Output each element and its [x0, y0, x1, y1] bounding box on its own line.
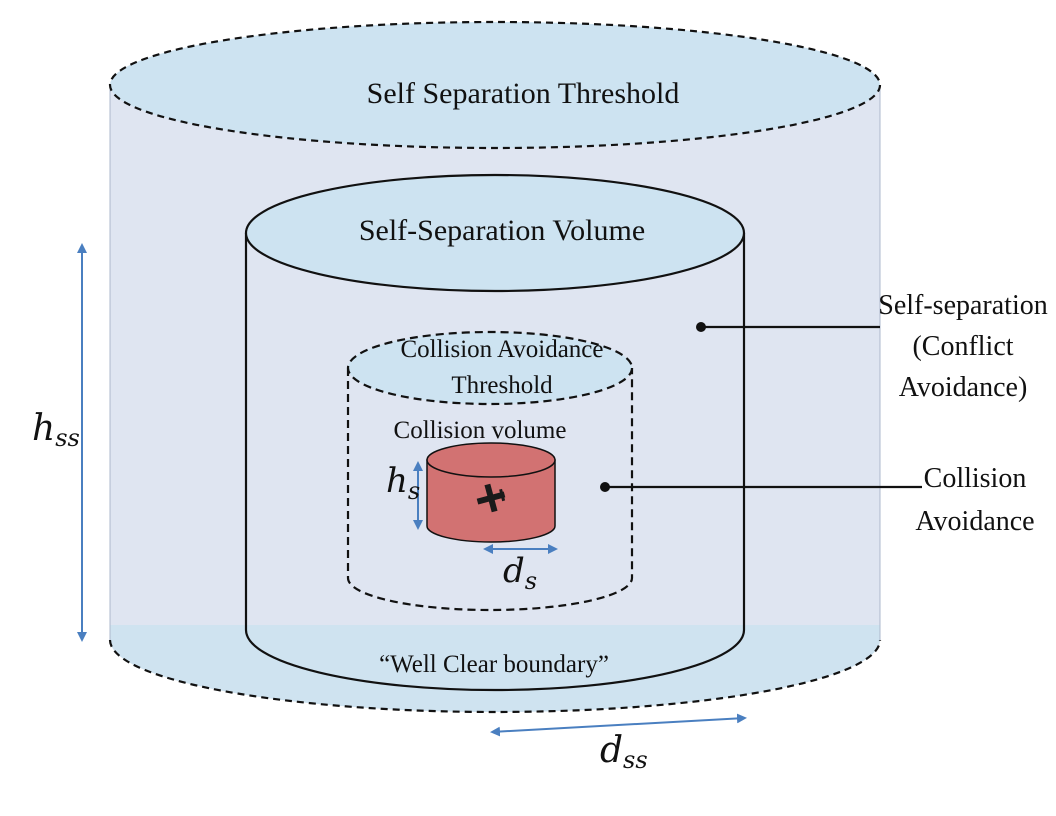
outer-threshold-label: Self Separation Threshold — [367, 77, 680, 110]
collision-avoidance-label-line1: Collision — [924, 463, 1027, 494]
middle-cylinder-top — [244, 173, 746, 293]
inner-cylinder-top — [346, 330, 634, 406]
collision-avoidance-label-line2: Avoidance — [915, 506, 1034, 537]
collision-avoidance-leader — [600, 482, 922, 492]
outer-cylinder-bottom-rim — [108, 639, 882, 714]
outer-cylinder-top — [108, 20, 882, 150]
outer-cylinder-bottom-tint — [110, 625, 880, 712]
collision-avoidance-threshold-label-line1: Collision Avoidance — [401, 336, 604, 363]
collision-cylinder-top — [426, 442, 556, 478]
aircraft-icon — [476, 483, 506, 513]
d-ss-arrow — [490, 713, 747, 737]
self-separation-volume-cylinder — [244, 173, 746, 692]
self-separation-leader — [696, 322, 880, 332]
self-separation-label-line2: (Conflict — [912, 331, 1013, 362]
self-separation-label-line1: Self-separation — [878, 290, 1048, 321]
h-ss-symbol: hss — [32, 408, 80, 452]
collision-avoidance-threshold-cylinder — [346, 330, 634, 612]
well-clear-label: “Well Clear boundary” — [379, 651, 609, 678]
d-s-symbol: ds — [503, 551, 537, 595]
collision-volume-label: Collision volume — [394, 417, 567, 444]
middle-cylinder-body — [244, 233, 746, 692]
self-separation-volume-label: Self-Separation Volume — [359, 214, 645, 247]
collision-avoidance-threshold-label-line2: Threshold — [451, 372, 553, 399]
collision-volume-cylinder — [426, 442, 556, 543]
d-ss-symbol: dss — [600, 730, 648, 774]
self-separation-label-line3: Avoidance) — [899, 372, 1028, 403]
h-s-symbol: hs — [386, 461, 420, 505]
